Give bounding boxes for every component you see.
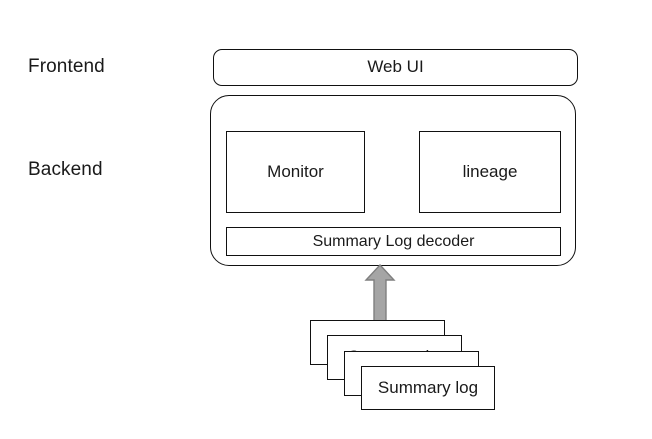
row-label-backend: Backend <box>28 159 103 180</box>
node-web-ui-label: Web UI <box>367 57 424 77</box>
node-summary-log-decoder-label: Summary Log decoder <box>312 232 475 250</box>
node-summary-log-decoder[interactable]: Summary Log decoder <box>226 227 561 256</box>
node-web-ui[interactable]: Web UI <box>213 49 578 86</box>
node-lineage[interactable]: lineage <box>419 131 561 213</box>
node-lineage-label: lineage <box>462 161 518 181</box>
row-label-frontend: Frontend <box>28 56 105 77</box>
node-monitor[interactable]: Monitor <box>226 131 365 213</box>
node-monitor-label: Monitor <box>267 161 324 181</box>
node-summary-log[interactable]: Summary log <box>361 366 495 410</box>
node-summary-log-label: Summary log <box>377 377 479 397</box>
up-arrow-icon <box>364 263 396 324</box>
